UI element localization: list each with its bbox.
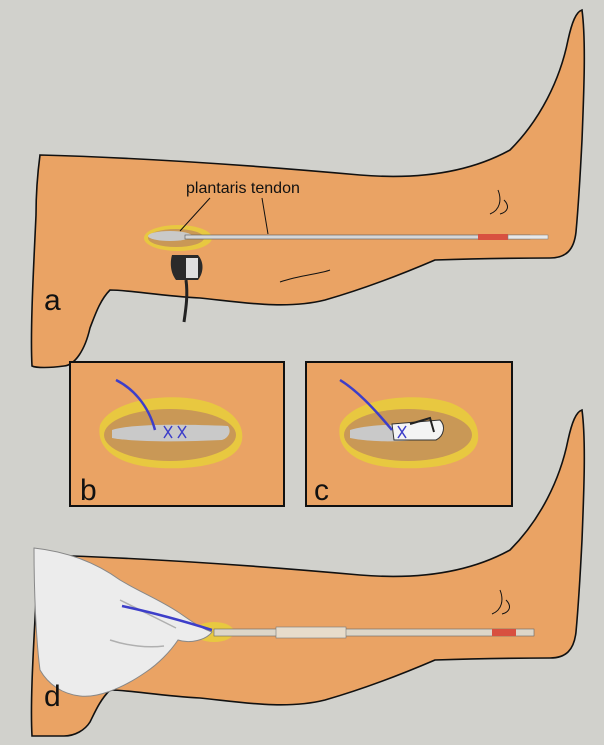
- panel-label-a: a: [44, 284, 61, 317]
- stripper-sheath-d: [276, 627, 346, 638]
- panel-a: plantaris tendon a: [31, 10, 584, 368]
- stripper-end-a: [508, 235, 548, 239]
- panel-label-d: d: [44, 680, 61, 713]
- stripper-shaft-d: [214, 629, 534, 636]
- callout-label: plantaris tendon: [186, 180, 300, 197]
- panel-label-b: b: [80, 474, 97, 507]
- panel-b: b: [70, 362, 284, 507]
- leg-a: [31, 10, 584, 368]
- panel-label-c: c: [314, 474, 329, 507]
- stripper-tip-d: [492, 629, 516, 636]
- stripper-tip-a: [478, 234, 508, 240]
- panel-c: c: [306, 362, 512, 507]
